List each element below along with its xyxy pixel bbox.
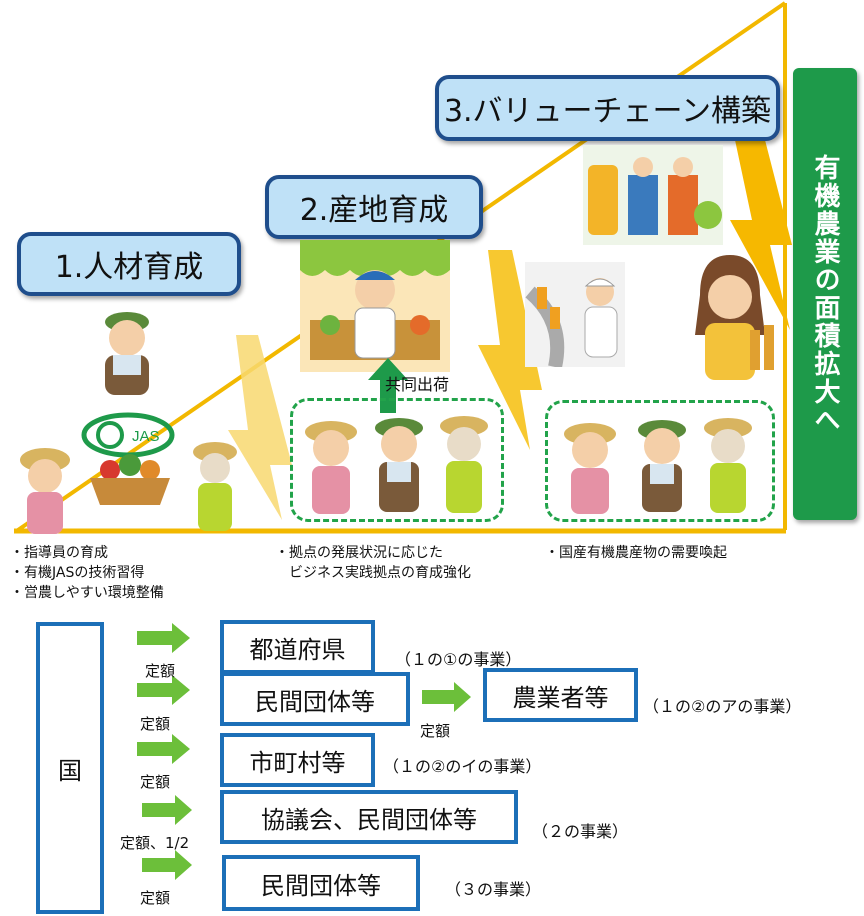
elder-farmer-icon (440, 416, 488, 513)
stage-1-label: 1.人材育成 (54, 250, 204, 285)
arrow-label-2: 定額 (140, 715, 171, 733)
customer-woman-illustration (695, 255, 774, 380)
stage-3-farmers (564, 418, 752, 514)
note-row-2: （１の②のアの事業） (643, 697, 802, 716)
female-farmer-icon (20, 448, 70, 534)
arrow-row-3 (137, 734, 190, 764)
arrow-row-4 (142, 795, 192, 825)
target-farmers-label: 農業者等 (512, 683, 609, 712)
target-prefecture-label: 都道府県 (249, 635, 346, 664)
arrow-label-4: 定額、1/2 (120, 834, 190, 852)
elder-farmer-icon (193, 442, 237, 531)
target-private-org-1: 民間団体等 (220, 672, 410, 726)
factory-worker-illustration (525, 262, 625, 367)
target-prefecture: 都道府県 (220, 620, 375, 674)
target-private-org-2-label: 民間団体等 (261, 871, 381, 900)
stage-3-notes: ・国産有機農産物の需要喚起 (545, 545, 727, 561)
target-private-org-2: 民間団体等 (222, 855, 420, 911)
elder-farmer-icon (704, 418, 752, 513)
target-municipality-label: 市町村等 (249, 748, 346, 777)
stage-arrow-2 (478, 250, 542, 450)
vegetable-basket-icon (90, 454, 170, 505)
joint-shipping-arrow (368, 358, 408, 413)
goal-text: 有機農業の面積拡大へ (810, 154, 840, 434)
market-vendor-illustration (300, 240, 450, 372)
target-farmers: 農業者等 (483, 668, 638, 722)
target-council: 協議会、民間団体等 (220, 790, 518, 844)
store-scene-illustration (583, 145, 723, 245)
joint-shipping-label: 共同出荷 (385, 375, 450, 394)
target-municipality: 市町村等 (220, 733, 375, 787)
country-label: 国 (58, 756, 82, 785)
farmer-icon (105, 312, 149, 395)
jas-logo-text: JAS (132, 428, 160, 445)
stage-1-box: 1.人材育成 (17, 232, 241, 296)
stage-2-farmers (305, 416, 488, 514)
stage-3-label: 3.バリューチェーン構築 (443, 94, 772, 129)
stage-2-box: 2.産地育成 (265, 175, 483, 239)
arrow-row-2-sub (422, 682, 471, 712)
goal-banner: 有機農業の面積拡大へ (793, 68, 857, 520)
farmer-icon (638, 420, 686, 512)
target-private-org-1-label: 民間団体等 (255, 687, 375, 716)
note-row-1: （１の①の事業） (395, 650, 522, 669)
stage-2-farmer-group (290, 398, 504, 522)
female-farmer-icon (305, 421, 357, 514)
stage-2-label: 2.産地育成 (299, 193, 449, 228)
stage-3-box: 3.バリューチェーン構築 (435, 75, 780, 141)
note-row-5: （３の事業） (445, 880, 542, 899)
arrow-row-2 (137, 675, 190, 705)
country-box: 国 (36, 622, 104, 914)
arrow-row-5 (142, 850, 192, 880)
stage-1-notes: ・指導員の育成 ・有機JASの技術習得 ・営農しやすい環境整備 (10, 545, 164, 601)
target-council-label: 協議会、民間団体等 (261, 805, 477, 834)
stage-arrow-1 (228, 335, 292, 520)
note-row-4: （２の事業） (532, 822, 629, 841)
note-row-3: （１の②のイの事業） (383, 757, 542, 776)
arrow-label-1: 定額 (145, 662, 176, 680)
stage-3-farmer-group (545, 400, 775, 522)
stage-1-illustration: JAS (20, 312, 237, 534)
female-farmer-icon (564, 423, 616, 514)
arrow-row-1 (137, 623, 190, 653)
arrow-label-3: 定額 (140, 773, 171, 791)
farmer-icon (375, 418, 423, 512)
stage-arrow-3 (730, 140, 792, 330)
arrow-label-2-sub: 定額 (420, 722, 451, 740)
stage-2-notes: ・拠点の発展状況に応じた ビジネス実践拠点の育成強化 (275, 545, 471, 581)
arrow-label-5: 定額 (140, 889, 171, 907)
